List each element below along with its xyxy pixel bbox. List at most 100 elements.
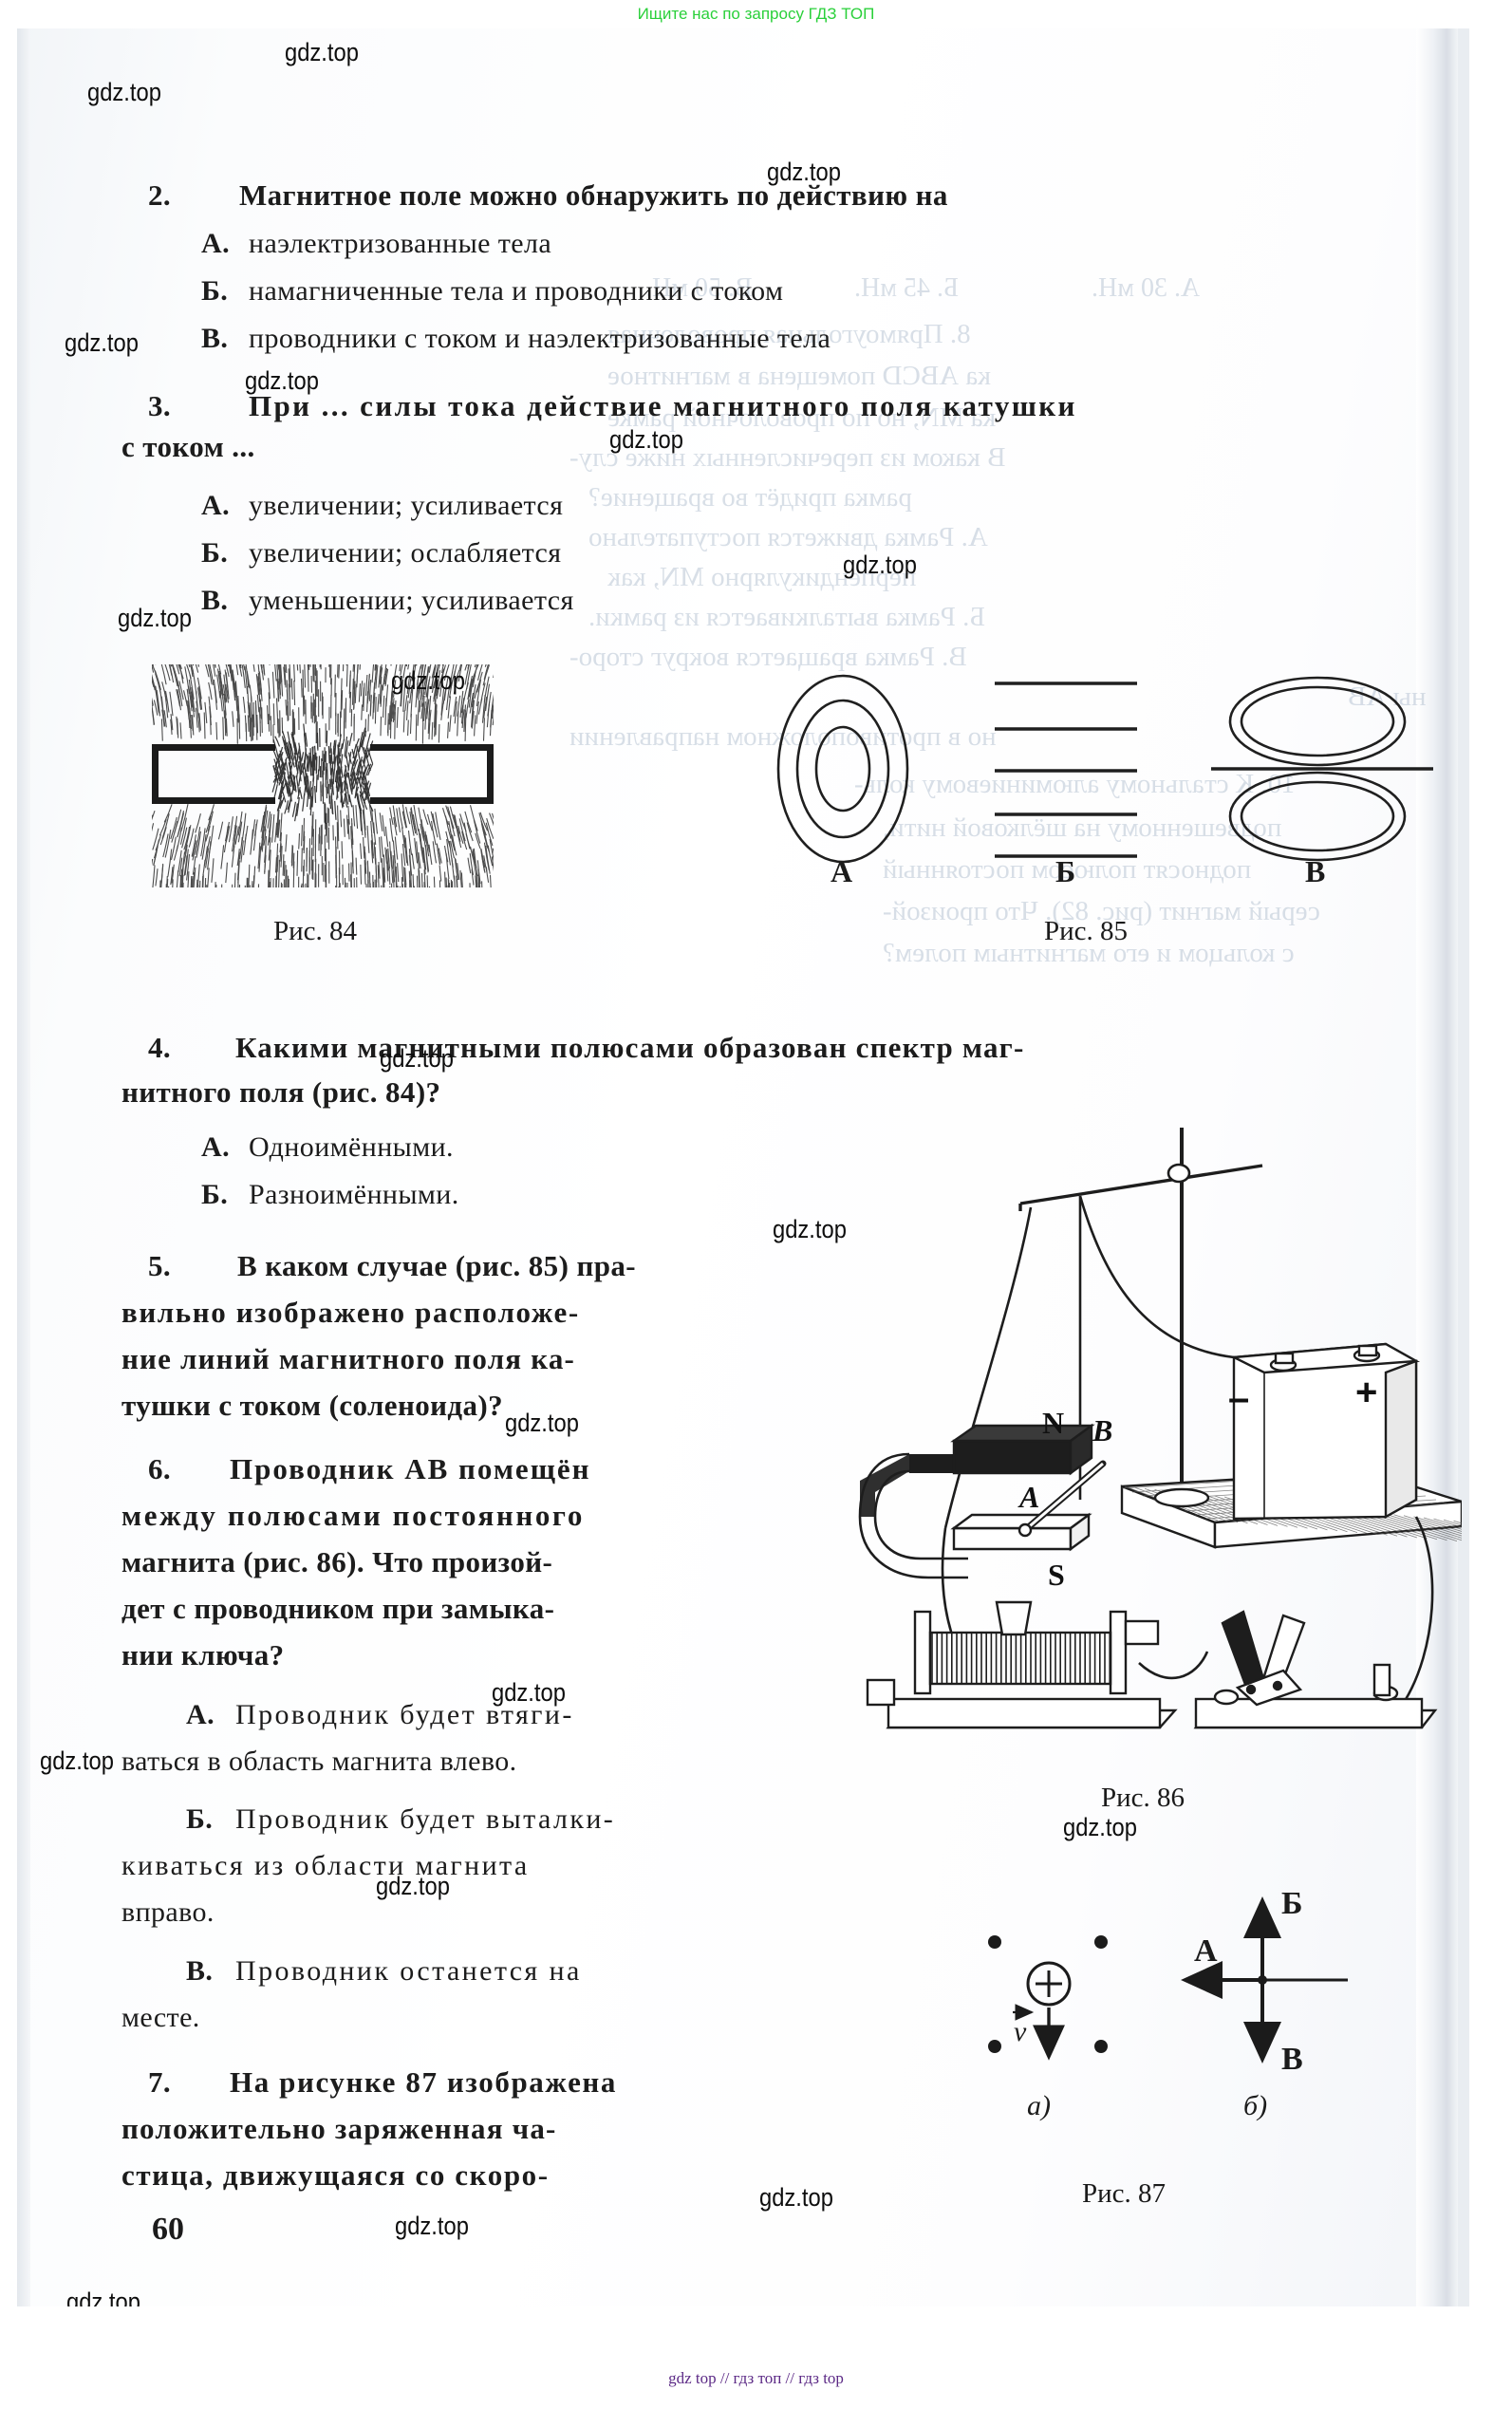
watermark-11: gdz.top xyxy=(773,1215,847,1243)
question-5-line-2: вильно изображено расположе- xyxy=(121,1296,580,1329)
question-3-option-c-key: В. xyxy=(201,585,229,616)
figure-87-part-a-label: а) xyxy=(1027,2090,1051,2121)
watermark-16: gdz.top xyxy=(376,1872,450,1900)
figure-86-battery-minus: – xyxy=(1228,1377,1249,1419)
question-4-option-a-text: Одноимёнными. xyxy=(249,1131,454,1163)
figure-87-field-dots xyxy=(988,1935,1108,2053)
question-3-option-a-key: А. xyxy=(201,490,230,521)
site-banner: Ищите нас по запросу ГДЗ ТОП xyxy=(0,0,1512,28)
watermark-7: gdz.top xyxy=(843,551,917,579)
question-6-line-4: дет с проводником при замыка- xyxy=(121,1592,555,1625)
figure-86-conductor-between-magnet-poles: N B A S – + xyxy=(854,1120,1512,1775)
question-2-line-1: Магнитное поле можно обнаружить по дейст… xyxy=(239,178,948,212)
figure-85-label-a: А xyxy=(831,854,853,888)
figure-87-part-b-label: б) xyxy=(1243,2090,1267,2121)
question-3-option-b-text: увеличении; ослабляется xyxy=(249,537,562,569)
watermark-5: gdz.top xyxy=(245,366,319,395)
watermark-17: gdz.top xyxy=(395,2212,469,2240)
question-2-number: 2. xyxy=(148,178,172,212)
question-6-option-c-key: В. xyxy=(186,1955,214,1987)
watermark-6: gdz.top xyxy=(609,425,683,454)
question-4-line-2: нитного поля (рис. 84)? xyxy=(121,1075,441,1109)
question-2-option-a-key: А. xyxy=(201,228,230,259)
watermark-8: gdz.top xyxy=(118,604,192,632)
question-7-number: 7. xyxy=(148,2065,172,2099)
figure-84-svg xyxy=(152,664,494,887)
question-3-line-2: с током ... xyxy=(121,430,255,463)
figure-87-direction-label-b: Б xyxy=(1281,1886,1302,1921)
watermark-12: gdz.top xyxy=(505,1409,579,1437)
question-7-line-1: На рисунке 87 изображена xyxy=(230,2065,617,2099)
figure-87-direction-label-v: В xyxy=(1281,2042,1303,2077)
question-6-option-a-key: А. xyxy=(186,1699,215,1730)
question-3-option-a-text: увеличении; усиливается xyxy=(249,490,564,521)
question-7-line-2: положительно заряженная ча- xyxy=(121,2112,557,2145)
ghost-text-10: Б. Рамка выталкивается из рамки. xyxy=(588,602,986,632)
question-4-option-b-key: Б. xyxy=(201,1179,229,1210)
ghost-text-4: ка АBCD помещена в магнитное xyxy=(607,361,991,391)
question-6-option-b-text: Проводник будет выталки- xyxy=(235,1803,616,1835)
question-4-line-1: Какими магнитными полюсами образован спе… xyxy=(235,1031,1025,1064)
question-6-option-a-text: Проводник будет втяги- xyxy=(235,1699,574,1730)
watermark-4: gdz.top xyxy=(65,328,139,357)
watermark-9: gdz.top xyxy=(391,666,465,695)
figure-86-label-south: S xyxy=(1048,1558,1065,1592)
question-6-option-b-key: Б. xyxy=(186,1803,214,1835)
figure-84-magnetic-spectrum xyxy=(152,664,494,887)
watermark-1: gdz.top xyxy=(285,38,359,66)
figure-87-caption: Рис. 87 xyxy=(1082,2178,1167,2209)
figure-87-direction-label-a: А xyxy=(1194,1933,1218,1969)
figure-85-variant-c-shape xyxy=(1211,676,1433,862)
watermark-3: gdz.top xyxy=(767,158,841,186)
page-edge-right xyxy=(1458,28,1469,2306)
question-6-option-b-cont2: вправо. xyxy=(121,1896,215,1928)
figure-85-label-b: Б xyxy=(1055,854,1076,888)
scanned-page xyxy=(17,28,1460,2306)
question-5-line-3: ние линий магнитного поля ка- xyxy=(121,1342,576,1375)
ghost-text-1: Б. 45 мН. xyxy=(854,273,960,303)
question-2-option-c-key: В. xyxy=(201,323,229,354)
question-3-option-b-key: Б. xyxy=(201,537,229,569)
question-3-option-c-text: уменьшении; усиливается xyxy=(249,585,574,616)
question-2-option-c-text: проводники с током и наэлектризованные т… xyxy=(249,323,831,354)
figure-85-solenoid-field-options: А Б В xyxy=(750,664,1433,888)
figure-85-caption: Рис. 85 xyxy=(1044,916,1129,946)
figure-86-battery-plus: + xyxy=(1355,1372,1377,1413)
question-2-option-b-text: намагниченные тела и проводники с током xyxy=(249,275,784,307)
figure-87-charged-particle: v А Б В а) б) xyxy=(968,1860,1424,2259)
figure-86-label-north: N xyxy=(1042,1406,1064,1440)
question-3-line-1: При ... силы тока действие магнитного по… xyxy=(249,389,1077,422)
figure-86-label-a: A xyxy=(1017,1480,1039,1514)
figure-86-label-b: B xyxy=(1092,1413,1112,1447)
question-5-line-4: тушки с током (соленоида)? xyxy=(121,1389,503,1422)
question-6-number: 6. xyxy=(148,1452,172,1485)
footer-bar: gdz top // гдз топ // гдз top xyxy=(0,2306,1512,2409)
watermark-15: gdz.top xyxy=(1063,1813,1137,1841)
question-2-option-b-key: Б. xyxy=(201,275,229,307)
question-6-option-c-cont: месте. xyxy=(121,2002,200,2033)
watermark-13: gdz.top xyxy=(492,1678,566,1707)
question-7-line-3: стица, движущаяся со скоро- xyxy=(121,2158,550,2192)
figure-85-label-c: В xyxy=(1305,854,1326,888)
figure-85-variant-b-shape xyxy=(995,682,1137,858)
question-3-number: 3. xyxy=(148,389,172,422)
figure-86-svg: N B A S – + xyxy=(858,1128,1512,1729)
figure-86-caption: Рис. 86 xyxy=(1101,1783,1185,1813)
banner-text: Ищите нас по запросу ГДЗ ТОП xyxy=(637,5,875,23)
figure-85-variant-a-shape xyxy=(776,674,909,864)
question-6-line-2: между полюсами постоянного xyxy=(121,1499,585,1532)
page-number: 60 xyxy=(152,2212,184,2247)
question-6-line-3: магнита (рис. 86). Что произой- xyxy=(121,1545,553,1578)
ghost-text-0: А. 30 мН. xyxy=(1092,273,1201,303)
question-6-option-a-cont: ваться в область магнита влево. xyxy=(121,1746,517,1777)
question-6-line-5: нии ключа? xyxy=(121,1638,285,1671)
watermark-2: gdz.top xyxy=(87,78,161,106)
question-6-line-1: Проводник AB помещён xyxy=(230,1452,591,1485)
watermark-14: gdz.top xyxy=(40,1746,114,1775)
footer-text: gdz top // гдз топ // гдз top xyxy=(668,2369,844,2387)
ghost-text-8: А. Рамка движется поступательно xyxy=(588,522,988,552)
figure-85-svg xyxy=(776,674,1433,864)
page-gutter-right xyxy=(1416,28,1460,2306)
question-6-option-b-cont: киваться из области магнита xyxy=(121,1850,530,1881)
